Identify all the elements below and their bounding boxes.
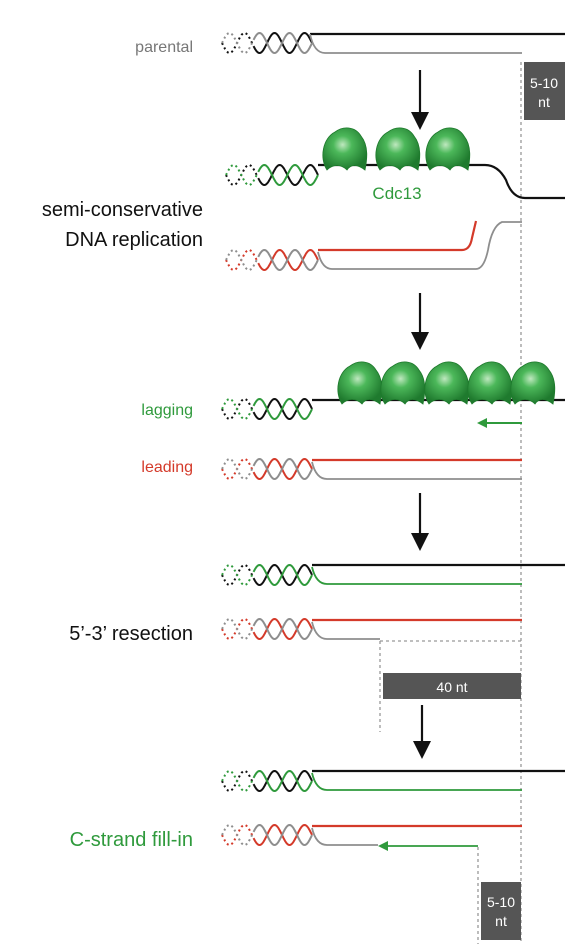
cdc13-protein-3: [424, 361, 470, 405]
dna-replication-label: DNA replication: [65, 229, 203, 251]
badge-bottom-line2: nt: [495, 913, 507, 929]
badge-40nt: [383, 673, 521, 699]
arrow-3-head: [411, 533, 429, 551]
helix-dashed-strand-b: [221, 31, 254, 55]
fillin-upper-duplex: [221, 769, 313, 793]
helix-strand-a: [257, 248, 319, 272]
helix-dashed-strand-b: [221, 397, 254, 421]
badge-mid-text: 40 nt: [436, 679, 467, 695]
helix-strand-b: [252, 823, 313, 847]
helix-strand-b: [257, 248, 319, 272]
semi-conservative-label: semi-conservative: [42, 199, 203, 221]
cdc13-protein-2: [380, 361, 426, 405]
helix-strand-b: [252, 563, 313, 587]
parental-label: parental: [135, 39, 193, 56]
helix-dashed-strand-b: [221, 617, 254, 641]
leading-label: leading: [141, 459, 193, 476]
cdc13-protein-group-1: [322, 127, 471, 171]
parental-duplex: [221, 31, 313, 55]
helix-dashed-strand-b: [221, 823, 254, 847]
helix-strand-a: [257, 163, 319, 187]
helix-strand-b: [252, 31, 313, 55]
helix-strand-b: [252, 769, 313, 793]
helix-dashed-strand-b: [225, 163, 259, 187]
cdc13-label: Cdc13: [372, 184, 421, 203]
helix-dashed-strand-b: [221, 769, 254, 793]
cdc13-protein-1: [322, 127, 368, 171]
parental-bottom-strand: [309, 33, 522, 54]
helix-dashed-strand-b: [221, 563, 254, 587]
helix-dashed-strand-b: [225, 248, 259, 272]
helix-dashed-strand-b: [221, 457, 254, 481]
cdc13-protein-3: [425, 127, 471, 171]
badge-5-10nt-bottom: [481, 882, 521, 940]
leading-duplex: [221, 457, 313, 481]
helix-strand-a: [252, 563, 313, 587]
fillin-arrow-head: [378, 841, 388, 851]
fillin-lower-duplex: [221, 823, 313, 847]
resection-lower-duplex: [221, 617, 313, 641]
resection-upper-green-strand: [311, 566, 522, 585]
fillin-label: C-strand fill-in: [70, 829, 193, 851]
replication-lower-gray-strand: [317, 221, 522, 270]
helix-strand-b: [257, 163, 319, 187]
fillin-upper-green-strand: [311, 772, 522, 791]
resection-upper-duplex: [221, 563, 313, 587]
replication-lower-duplex: [225, 248, 319, 272]
badge-top-line1: 5-10: [530, 75, 558, 91]
resection-lower-gray-strand: [311, 621, 380, 640]
cdc13-protein-1: [337, 361, 383, 405]
badge-5-10nt-top: [524, 62, 565, 120]
cdc13-protein-group-2: [337, 361, 556, 405]
helix-strand-a: [252, 769, 313, 793]
replication-upper-duplex: [225, 163, 319, 187]
leading-gray-strand: [311, 461, 522, 480]
cdc13-protein-5: [510, 361, 556, 405]
arrow-2-head: [411, 332, 429, 350]
helix-strand-b: [252, 397, 313, 421]
helix-strand-a: [252, 617, 313, 641]
helix-strand-a: [252, 457, 313, 481]
lagging-duplex: [221, 397, 313, 421]
fillin-lower-gray-strand: [311, 827, 378, 846]
helix-strand-a: [252, 31, 313, 55]
helix-strand-b: [252, 457, 313, 481]
helix-strand-b: [252, 617, 313, 641]
arrow-4-head: [413, 741, 431, 759]
lagging-label: lagging: [141, 402, 193, 419]
helix-strand-a: [252, 397, 313, 421]
badge-bottom-line1: 5-10: [487, 894, 515, 910]
badge-top-line2: nt: [538, 94, 550, 110]
resection-label: 5’-3’ resection: [69, 623, 193, 645]
arrow-1-head: [411, 112, 429, 130]
lagging-synthesis-arrow-head: [477, 418, 487, 428]
cdc13-protein-4: [467, 361, 513, 405]
replication-upper-black-strand: [318, 163, 565, 200]
helix-strand-a: [252, 823, 313, 847]
cdc13-protein-2: [375, 127, 421, 171]
replication-lower-red-strand: [318, 220, 478, 252]
